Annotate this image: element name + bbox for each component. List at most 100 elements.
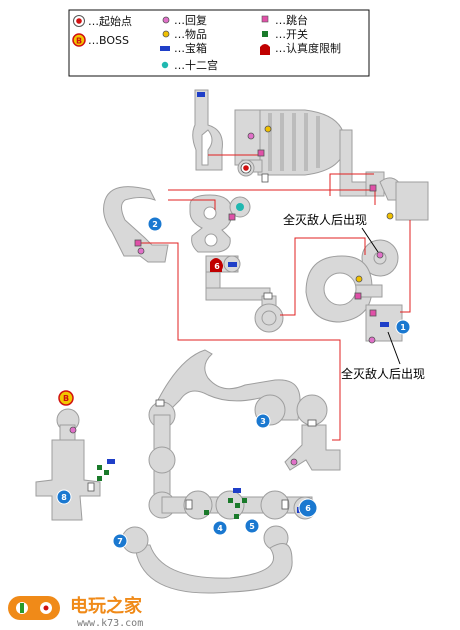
badge-8-label: 8 xyxy=(61,493,67,502)
annotation-top: 全灭敌人后出现 xyxy=(283,212,367,227)
left-c-room xyxy=(103,186,169,263)
badge-8 xyxy=(56,489,72,505)
item-marker xyxy=(355,275,363,283)
chest-marker xyxy=(197,92,205,97)
jump-icon xyxy=(261,15,269,23)
item-icon xyxy=(162,30,170,38)
lower-right-hook xyxy=(284,424,341,471)
annotation-bottom-pointer xyxy=(387,331,401,365)
top-pill-stripe-2 xyxy=(280,113,284,171)
item-marker xyxy=(264,125,272,133)
lower-room-7 xyxy=(215,490,245,520)
lower-swirl xyxy=(134,543,293,594)
boss-map-marker xyxy=(58,390,74,406)
badge-7 xyxy=(112,533,128,549)
switch-marker xyxy=(234,514,239,519)
mid-loop-room xyxy=(189,194,233,253)
door-marker xyxy=(261,173,269,183)
switch-marker xyxy=(228,498,233,503)
legend-switch-label: …开关 xyxy=(275,27,308,41)
chest-marker xyxy=(228,262,237,267)
number-badges: 2 6 1 3 4 5 6 7 8 B xyxy=(56,216,411,549)
chest-marker xyxy=(233,488,241,493)
route-left-top xyxy=(168,199,216,210)
legend-boss-label: …BOSS xyxy=(88,34,129,47)
site-url: www.k73.com xyxy=(77,618,143,629)
legend-zodiac-label: …十二宫 xyxy=(174,58,218,72)
badge-3 xyxy=(255,413,271,429)
jump-marker xyxy=(257,149,265,157)
jump-marker xyxy=(369,184,377,192)
zodiac-marker xyxy=(236,203,244,211)
top-pill-stripe-4 xyxy=(304,113,308,171)
badge-6-limit xyxy=(211,260,223,272)
item-marker xyxy=(386,212,394,220)
jump-marker xyxy=(134,239,142,247)
badge-6-limit-label: 6 xyxy=(214,262,220,271)
gamepad-logo-icon-body xyxy=(8,596,60,620)
badge-5 xyxy=(244,518,260,534)
route-left-to-lower xyxy=(140,242,341,410)
boss-map-marker-label: B xyxy=(63,394,69,403)
top-pill-stripe-5 xyxy=(316,116,320,168)
annotations: 全灭敌人后出现 全灭敌人后出现 xyxy=(283,212,425,381)
badge-3-label: 3 xyxy=(260,417,266,426)
legend-jump-label: …跳台 xyxy=(275,13,308,27)
switch-icon xyxy=(262,31,268,37)
recovery-marker xyxy=(368,336,376,344)
route-lower-right-hook xyxy=(332,410,341,441)
chest-icon xyxy=(160,46,170,51)
gamepad-logo-icon-dot xyxy=(43,605,49,611)
recovery-marker xyxy=(69,426,77,434)
gamepad-logo-icon-cross xyxy=(20,603,24,613)
top-arch-hole xyxy=(201,129,213,166)
badge-1 xyxy=(395,319,411,335)
door-marker xyxy=(155,399,165,407)
lower-snake-corridor xyxy=(157,349,301,421)
legend-start-label: …起始点 xyxy=(88,14,132,28)
lower-room-8 xyxy=(260,490,290,520)
door-marker xyxy=(307,419,317,427)
mid-loop-hole-2 xyxy=(204,233,218,247)
limit-icon xyxy=(260,44,270,55)
jump-marker xyxy=(354,292,362,300)
badge-7-label: 7 xyxy=(117,537,123,546)
map-rooms-lower xyxy=(35,349,341,594)
recovery-icon xyxy=(162,16,170,24)
switch-marker xyxy=(104,470,109,475)
recovery-marker xyxy=(290,458,298,466)
legend-limit-label: …认真度限制 xyxy=(275,41,341,55)
jump-marker xyxy=(369,309,377,317)
site-logo: 电玩之家 www.k73.com xyxy=(8,595,143,629)
legend-recovery-label: …回复 xyxy=(174,13,207,27)
top-pill-stripe-1 xyxy=(268,113,272,171)
badge-6 xyxy=(298,498,318,518)
boss-icon xyxy=(72,33,86,47)
route-mid-to-right xyxy=(280,237,366,316)
door-marker xyxy=(87,482,95,492)
jump-marker xyxy=(228,213,236,221)
door-marker xyxy=(281,499,289,510)
legend-box xyxy=(68,9,370,77)
recovery-marker xyxy=(137,247,145,255)
door-marker xyxy=(185,499,193,510)
site-name: 电玩之家 xyxy=(70,595,143,617)
route-lines xyxy=(140,154,411,441)
badge-4-label: 4 xyxy=(217,524,223,533)
boss-icon-letter: B xyxy=(76,37,82,46)
top-left-block xyxy=(234,109,261,166)
switch-marker xyxy=(97,476,102,481)
zodiac-icon xyxy=(161,61,169,69)
route-pill-to-right xyxy=(329,173,374,196)
map-rooms xyxy=(103,89,429,342)
top-right-column xyxy=(395,181,429,221)
badge-6-label: 6 xyxy=(305,504,311,513)
badge-4 xyxy=(212,520,228,536)
recovery-marker xyxy=(247,132,255,140)
mid-round-hole xyxy=(261,310,277,326)
annotation-bottom: 全灭敌人后出现 xyxy=(341,366,425,381)
badge-2-label: 2 xyxy=(152,220,158,229)
badge-1-label: 1 xyxy=(400,323,406,332)
legend-item-label: …物品 xyxy=(174,27,207,41)
